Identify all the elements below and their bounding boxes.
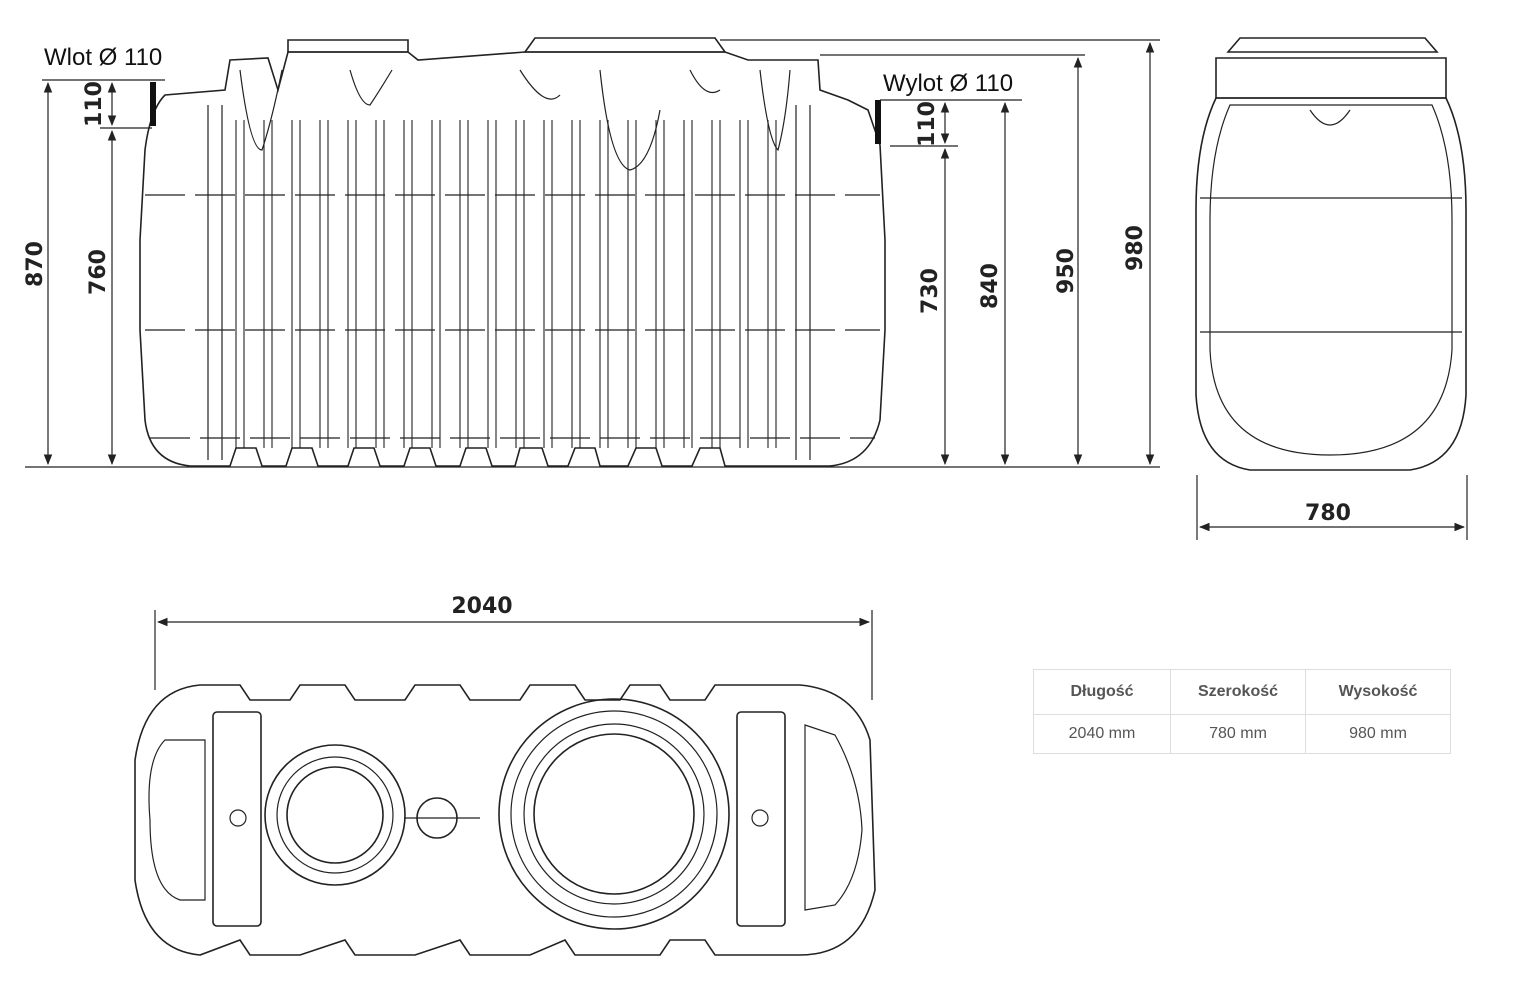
spec-table-header-row: Długość Szerokość Wysokość (1033, 669, 1451, 715)
outlet-pipe (875, 100, 881, 144)
tank-body-outline (139, 51, 886, 467)
header-length: Długość (1033, 669, 1171, 715)
dim-730: 730 (918, 268, 943, 314)
header-height: Wysokość (1305, 669, 1451, 715)
spec-table: Długość Szerokość Wysokość 2040 mm 780 m… (1033, 669, 1451, 754)
small-manhole-outer (264, 744, 406, 886)
right-strap (736, 711, 786, 927)
dim-760: 760 (86, 249, 111, 295)
value-length: 2040 mm (1033, 714, 1171, 754)
dim-840: 840 (978, 263, 1003, 309)
top-body-outline (134, 684, 876, 956)
dim-110-outlet: 110 (915, 101, 940, 147)
spec-table-row: 2040 mm 780 mm 980 mm (1033, 714, 1451, 754)
right-bolt (751, 809, 769, 827)
large-manhole-outer (498, 698, 730, 930)
value-height: 980 mm (1305, 714, 1451, 754)
small-hatch-lid (287, 39, 409, 53)
value-width: 780 mm (1170, 714, 1306, 754)
end-body-outline (1195, 97, 1467, 471)
dim-length-2040: 2040 (451, 594, 512, 619)
large-hatch-lid (523, 37, 727, 53)
outlet-label: Wylot Ø 110 (883, 70, 1013, 97)
dim-870: 870 (23, 241, 48, 287)
inlet-label: Wlot Ø 110 (44, 44, 162, 71)
inlet-pipe (150, 82, 156, 126)
left-strap (212, 711, 262, 927)
side-view (139, 37, 886, 467)
header-width: Szerokość (1170, 669, 1306, 715)
dim-980: 980 (1123, 225, 1148, 271)
large-manhole-inner (533, 733, 695, 895)
dim-110-inlet: 110 (82, 81, 107, 127)
end-view (1195, 37, 1467, 471)
dim-950: 950 (1054, 248, 1079, 294)
dimension-lines (25, 39, 1468, 700)
end-hatch (1226, 37, 1439, 53)
left-bolt (229, 809, 247, 827)
top-view (134, 684, 876, 956)
dim-width-780: 780 (1305, 501, 1351, 526)
small-manhole-inner (286, 766, 384, 864)
